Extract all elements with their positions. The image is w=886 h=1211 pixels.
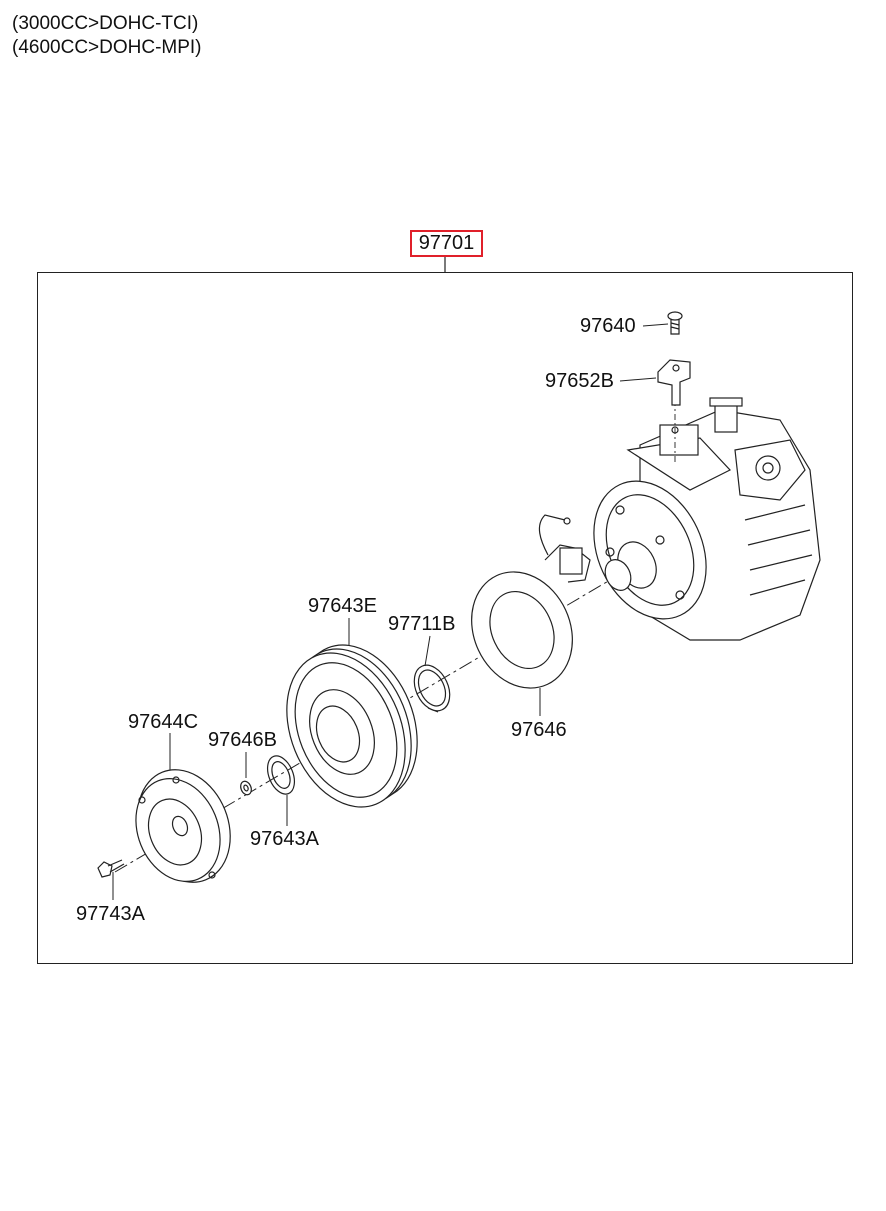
center-bolt-97743a-drawing <box>97 859 125 878</box>
part-label-97646b[interactable]: 97646B <box>208 729 277 751</box>
shim-97643a-drawing <box>266 755 296 795</box>
bracket-97652b-drawing <box>657 359 691 406</box>
part-label-97743a[interactable]: 97743A <box>76 903 145 925</box>
part-label-97640[interactable]: 97640 <box>580 315 636 337</box>
part-label-97644c[interactable]: 97644C <box>128 711 199 733</box>
assembly-frame <box>37 272 853 964</box>
part-label-97643a[interactable]: 97643A <box>250 828 319 850</box>
part-label-97643e[interactable]: 97643E <box>308 595 377 617</box>
snap-ring-97711b-drawing <box>413 664 451 713</box>
engine-variant-line-1: (3000CC>DOHC-TCI) <box>12 13 199 34</box>
pulley-97643e-drawing <box>286 644 418 808</box>
assembly-part-number[interactable]: 97701 <box>410 230 483 257</box>
part-label-97652b[interactable]: 97652B <box>545 370 614 392</box>
engine-variant-line-2: (4600CC>DOHC-MPI) <box>12 37 202 58</box>
field-coil-97646-drawing <box>471 514 591 689</box>
part-label-97711b[interactable]: 97711B <box>388 613 456 635</box>
pressure-plate-97644c-drawing <box>135 769 231 883</box>
compressor-body-drawing <box>593 397 821 641</box>
part-label-97646[interactable]: 97646 <box>511 719 567 741</box>
bolt-97640-drawing <box>667 311 683 335</box>
washer-97646b-drawing <box>240 780 252 796</box>
